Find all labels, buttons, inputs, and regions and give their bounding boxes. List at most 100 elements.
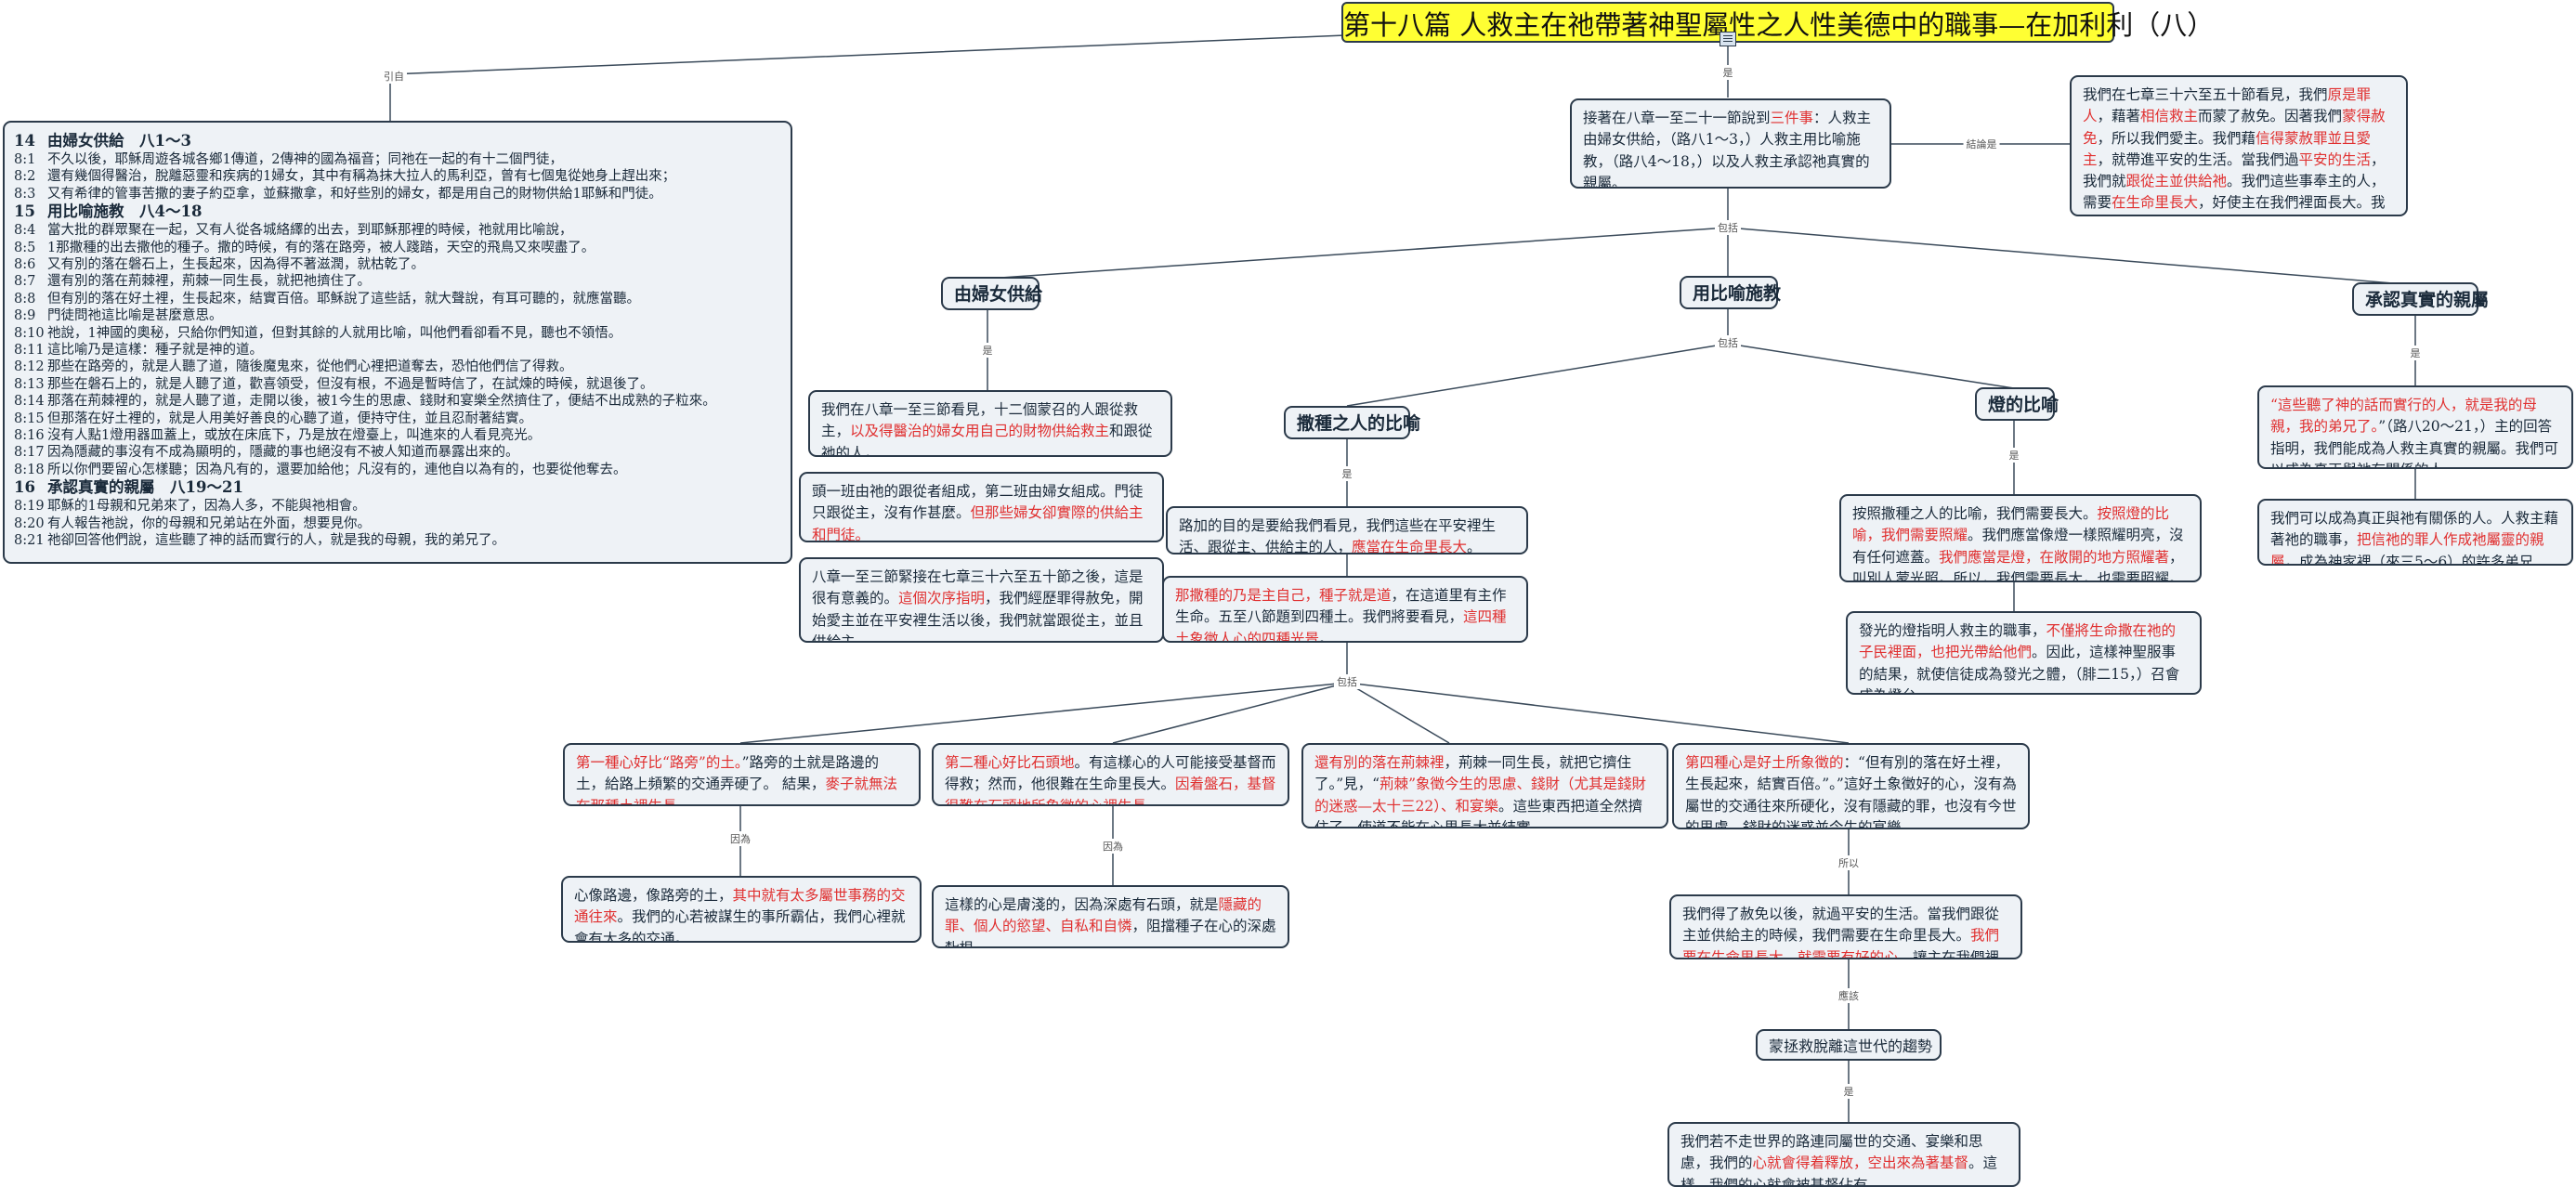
intro-three-things-node[interactable]: 接著在八章一至二十一節說到三件事：人救主由婦女供給，（路八1～3，）人救主用比喻… [1570, 98, 1891, 189]
sower-seed-node[interactable]: 那撒種的乃是主自己，種子就是道，在這道里有主作生命。五至八節題到四種土。我們將要… [1162, 576, 1528, 643]
heart-freed-node[interactable]: 我們若不走世界的路連同屬世的交通、宴樂和思慮，我們的心就會得着釋放，空出來為著基… [1667, 1122, 2020, 1187]
highlight-text: 應當在生命里長大 [1352, 539, 1468, 554]
highlight-text: 因着盤石，基督很難在石頭地所象徵的心裡生長 [945, 776, 1276, 806]
link-label-bao-kuo: 包括 [1715, 335, 1741, 350]
highlight-text: 第四種心是好土所象徵的 [1685, 754, 1844, 771]
link-label-yin-wei: 因為 [727, 831, 753, 846]
node-text-segment: 。這些東西把道全然擠住了，使道不能在心里長大並結實。 [1314, 797, 1642, 828]
node-text-segment: ，我們就 [2083, 150, 2386, 189]
link-label-shi: 是 [1720, 65, 1736, 80]
escape-trend-node[interactable]: 蒙拯救脫離這世代的趨勢 [1756, 1029, 1942, 1061]
sower-purpose-node[interactable]: 路加的目的是要給我們看見，我們這些在平安裡生活、跟從主、供給主的人，應當在生命里… [1166, 506, 1528, 554]
link-label-shi: 是 [979, 343, 996, 358]
node-text-segment: ，所以我們愛主。我們藉 [2097, 129, 2256, 147]
node-text-segment: 。 [676, 797, 692, 806]
node-text-segment: 八章一至三節緊接在七章三十六至五十節之後，這是很有意義的。 [812, 568, 1144, 607]
good-heart-result-node[interactable]: 我們得了赦免以後，就過平安的生活。當我們跟從主並供給主的時候，我們需要在生命里長… [1669, 894, 2022, 959]
node-text-segment: 我們在七章三十六至五十節看見，我們 [2083, 86, 2328, 103]
highlight-text: 原是罪人 [2083, 86, 2372, 125]
highlight-text: 信得蒙赦罪並且愛主 [2083, 129, 2372, 168]
node-text-segment: 這樣的心是膚淺的，因為深處有石頭，就是 [945, 896, 1219, 913]
soil-good-node[interactable]: 第四種心是好土所象徵的：“但有別的落在好土裡，生長起來，結實百倍。”。”這好土象… [1672, 743, 2030, 829]
soil-rocky-reason-node[interactable]: 這樣的心是膚淺的，因為深處有石頭，就是隱藏的罪、個人的慾望、自私和自憐，阻擋種子… [932, 885, 1289, 948]
header-lamp-parable[interactable]: 燈的比喻 [1975, 387, 2059, 421]
node-text-segment: 頭一班由祂的跟從者組成，第二班由婦女組成。門徒只跟從主，沒有作甚麼。 [812, 483, 1144, 522]
relatives-quote-node[interactable]: “這些聽了神的話而實行的人，就是我的母親，我的弟兄了。”（路八20～21，）主的… [2257, 385, 2573, 469]
highlight-text: 按照燈的比喻，我們需要照耀 [1852, 505, 2170, 544]
node-text-segment: ：“但有別的落在好土裡，生長起來，結實百倍。”。”這好土象徵好的心，沒有為屬世的… [1685, 754, 2017, 829]
note-icon[interactable] [1720, 32, 1736, 46]
soil-thorns-node[interactable]: 還有別的落在荊棘裡，荊棘一同生長，就把它擠住了。”見，“荊棘”象徵今生的思慮、錢… [1301, 743, 1668, 828]
relatives-ministry-node[interactable]: 我們可以成為真正與祂有關係的人。人救主藉著祂的職事，把信祂的罪人作成祂屬靈的親屬… [2257, 499, 2573, 566]
highlight-text: 蒙得赦免 [2083, 108, 2386, 147]
link-label-shi: 是 [1339, 466, 1355, 481]
node-text: 接著在八章一至二十一節說到三件事：人救主由婦女供給，（路八1～3，）人救主用比喻… [1583, 108, 1878, 189]
highlight-text: 把信祂的罪人作成祂屬靈的親屬 [2270, 531, 2544, 566]
node-text-segment: 。我們這些事奉主的人，需要 [2083, 173, 2386, 212]
link-label-bao-kuo: 包括 [1715, 220, 1741, 235]
node-text-segment: 。結果我們就 [2169, 216, 2256, 217]
header-sower-parable[interactable]: 撒種之人的比喻 [1284, 406, 1420, 439]
women-node-2[interactable]: 頭一班由祂的跟從者組成，第二班由婦女組成。門徒只跟從主，沒有作甚麼。但那些婦女卻… [799, 472, 1164, 542]
soil-wayside-node[interactable]: 第一種心好比“路旁”的土。”路旁的土就是路邊的土，給路上頻繁的交通弄硬了。 結果… [563, 743, 921, 806]
link-label-bao-kuo: 包括 [1334, 674, 1360, 689]
node-text: 八章一至三節緊接在七章三十六至五十節之後，這是很有意義的。這個次序指明，我們經歷… [812, 567, 1151, 641]
node-text-segment: 心像路邊，像路旁的土， [574, 887, 733, 904]
lamp-shine-node[interactable]: 按照撒種之人的比喻，我們需要長大。按照燈的比喻，我們需要照耀。我們應當像燈一樣照… [1839, 494, 2202, 582]
highlight-text: 那撒種的乃是主自己，種子就是道 [1175, 587, 1392, 604]
soil-rocky-node[interactable]: 第二種心好比石頭地。有這樣心的人可能接受基督而得救；然而，他很難在生命里長大。因… [932, 743, 1289, 806]
highlight-text: 跟從主並供給祂 [2125, 173, 2228, 189]
header-women-supply[interactable]: 由婦女供給 [941, 277, 1042, 310]
header-parables[interactable]: 用比喻施教 [1680, 276, 1781, 309]
node-text: 還有別的落在荊棘裡，荊棘一同生長，就把它擠住了。”見，“荊棘”象徵今生的思慮、錢… [1314, 752, 1655, 828]
node-text: 頭一班由祂的跟從者組成，第二班由婦女組成。門徒只跟從主，沒有作甚麼。但那些婦女卻… [812, 481, 1151, 541]
highlight-text: 心就會得着釋放，空出來為著基督 [1752, 1154, 1969, 1172]
node-text-segment: 我們若不走世界的路連同屬世的交通、宴樂和思慮，我們的 [1680, 1133, 1983, 1172]
node-text: 第二種心好比石頭地。有這樣心的人可能接受基督而得救；然而，他很難在生命里長大。因… [945, 752, 1276, 806]
node-text-segment: ，阻擋種子在心的深處紮根。 [945, 918, 1276, 948]
node-text-segment: ，藉著 [2097, 108, 2141, 125]
node-text: 我們若不走世界的路連同屬世的交通、宴樂和思慮，我們的心就會得着釋放，空出來為著基… [1680, 1131, 2007, 1185]
highlight-text: “這些聽了神的話而實行的人，就是我的母親，我的弟兄了。 [2270, 397, 2537, 436]
node-text-segment: ：人救主由婦女供給，（路八1～3，）人救主用比喻施教，（路八4～18，）以及人救… [1583, 110, 1872, 189]
link-label-jie-lun-shi: 結論是 [1963, 137, 2000, 151]
highlight-text: 荊棘 [1380, 776, 1409, 793]
link-label-shi: 是 [2006, 448, 2022, 463]
node-text-segment: ，在這道里有主作生命。五至八節題到四種土。我們將要看見， [1175, 587, 1507, 626]
node-text: 我們可以成為真正與祂有關係的人。人救主藉著祂的職事，把信祂的罪人作成祂屬靈的親屬… [2270, 508, 2560, 566]
node-text: 第四種心是好土所象徵的：“但有別的落在好土裡，生長起來，結實百倍。”。”這好土象… [1685, 752, 2017, 829]
highlight-text: 其中就有太多屬世事務的交通往來 [574, 887, 906, 926]
node-text: 我們得了赦免以後，就過平安的生活。當我們跟從主並供給主的時候，我們需要在生命里長… [1682, 904, 2009, 959]
lamp-ministry-node[interactable]: 發光的燈指明人救主的職事，不僅將生命撒在祂的子民裡面，也把光帶給他們。因此，這樣… [1846, 611, 2202, 695]
node-text-segment: ，讓主在我們裡面生長。 [1898, 948, 2000, 959]
highlight-text: 以及得醫治的婦女用自己的財物供給救主 [850, 423, 1110, 440]
soil-wayside-reason-node[interactable]: 心像路邊，像路旁的土，其中就有太多屬世事務的交通往來。我們的心若被謀生的事所霸佔… [561, 876, 922, 943]
highlight-text: 需要照耀 [2112, 216, 2169, 217]
highlight-text: 相信救主 [2140, 108, 2199, 125]
node-text-segment: 。我們應當像燈一樣照耀明亮，沒有任何遮蓋。 [1852, 527, 2184, 566]
node-text-segment: 我們在八章一至三節看見，十二個蒙召的人跟從救主， [821, 401, 1139, 440]
conclusion-node[interactable]: 我們在七章三十六至五十節看見，我們原是罪人，藉著相信救主而蒙了赦免。因著我們蒙得… [2070, 75, 2408, 216]
highlight-text: 第二種心好比石頭地 [945, 754, 1075, 771]
node-text-segment: ，叫別人蒙光照。所以，我們需要長大，也需要照耀。 [1852, 548, 2184, 582]
header-true-relatives[interactable]: 承認真實的親屬 [2352, 282, 2489, 316]
women-node-3[interactable]: 八章一至三節緊接在七章三十六至五十節之後，這是很有意義的。這個次序指明，我們經歷… [799, 557, 1164, 643]
highlight-text: 這個次序指明 [898, 590, 986, 607]
women-node-1[interactable]: 我們在八章一至三節看見，十二個蒙召的人跟從救主，以及得醫治的婦女用自己的財物供給… [808, 390, 1172, 457]
node-text-segment: 我們可以成為真正與祂有關係的人。人救主藉著祂的職事， [2270, 510, 2559, 549]
node-text-segment: 按照撒種之人的比喻，我們需要長大。 [1852, 505, 2098, 522]
node-text: 我們在七章三十六至五十節看見，我們原是罪人，藉著相信救主而蒙了赦免。因著我們蒙得… [2083, 85, 2395, 217]
